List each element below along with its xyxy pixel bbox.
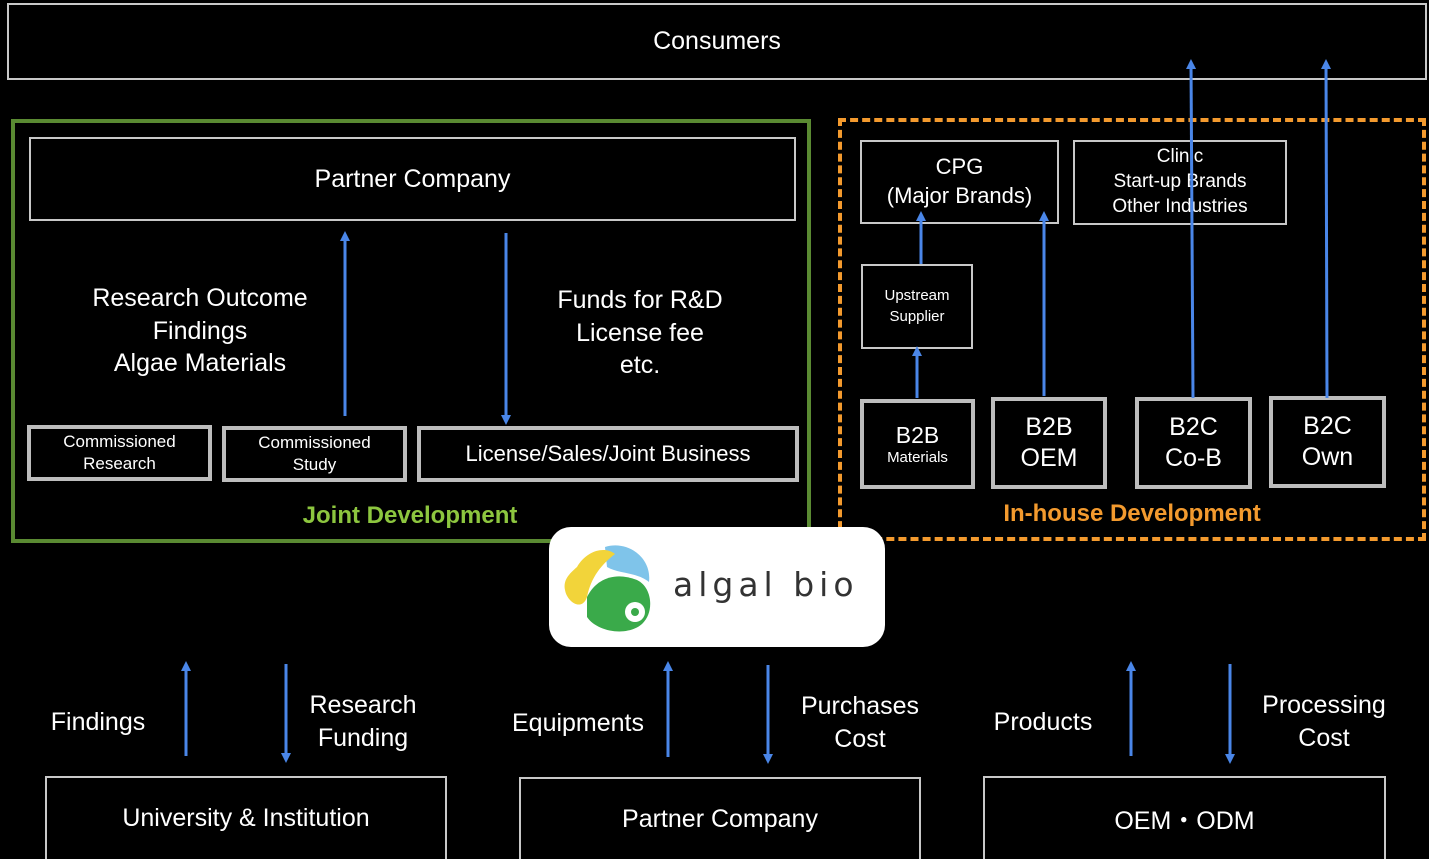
processing-cost-label: Processing Cost [1262, 691, 1386, 752]
products-label: Products [993, 708, 1093, 736]
oem-odm-box: OEM・ODM [983, 776, 1386, 859]
algal-bio-logo-text: algal bio [673, 565, 859, 604]
consumers-label: Consumers [653, 27, 781, 55]
algal-bio-logo: algal bio [549, 527, 885, 647]
partner-company-label: Partner Company [314, 164, 511, 193]
commissioned-study-box: Commissioned Study [222, 426, 407, 482]
b2c-own-box: B2C Own [1269, 396, 1386, 488]
b2b-materials-title: B2B [895, 422, 940, 448]
cpg-label: CPG (Major Brands) [886, 154, 1033, 208]
cpg-box: CPG (Major Brands) [860, 140, 1059, 224]
commissioned-research-box: Commissioned Research [27, 425, 212, 481]
arrow-own-to-consumers [1321, 59, 1332, 399]
b2b-oem-label: B2B OEM [1020, 412, 1078, 472]
partner-company-box: Partner Company [29, 137, 796, 221]
inhouse-development-section [838, 118, 1426, 541]
b2b-materials-sub: Materials [887, 449, 948, 466]
b2b-oem-box: B2B OEM [991, 397, 1107, 489]
findings-label: Findings [50, 708, 146, 736]
upstream-supplier-label: Upstream Supplier [884, 287, 950, 325]
commissioned-research-label: Commissioned Research [63, 431, 176, 473]
b2b-materials-box: B2B Materials [860, 399, 975, 489]
research-funding-label: Research Funding [309, 691, 417, 752]
arrow-cob-to-consumers [1186, 59, 1197, 399]
clinic-box: Clinic Start-up Brands Other Industries [1073, 140, 1287, 225]
purchases-cost-label: Purchases Cost [800, 692, 920, 753]
joint-development-label: Joint Development [302, 502, 518, 529]
bottom-partner-company-label: Partner Company [622, 804, 818, 833]
commissioned-study-label: Commissioned Study [258, 432, 371, 474]
funds-label: Funds for R&D License fee etc. [557, 286, 723, 379]
bottom-partner-company-box: Partner Company [519, 777, 921, 859]
license-business-box: License/Sales/Joint Business [417, 426, 799, 482]
clinic-label: Clinic Start-up Brands Other Industries [1112, 146, 1248, 217]
university-box: University & Institution [45, 776, 447, 859]
oem-odm-label: OEM・ODM [1114, 806, 1255, 835]
equipments-label: Equipments [511, 709, 645, 737]
b2c-cob-label: B2C Co-B [1165, 412, 1222, 472]
algal-bio-logo-mark [564, 545, 651, 632]
license-business-label: License/Sales/Joint Business [465, 441, 751, 466]
b2c-own-label: B2C Own [1301, 411, 1354, 471]
joint-development-section [11, 119, 811, 543]
consumers-box: Consumers [7, 3, 1427, 80]
university-label: University & Institution [122, 804, 370, 832]
inhouse-development-label: In-house Development [1003, 500, 1261, 527]
research-outcome-label: Research Outcome Findings Algae Material… [92, 284, 308, 377]
b2c-cob-box: B2C Co-B [1135, 397, 1252, 489]
